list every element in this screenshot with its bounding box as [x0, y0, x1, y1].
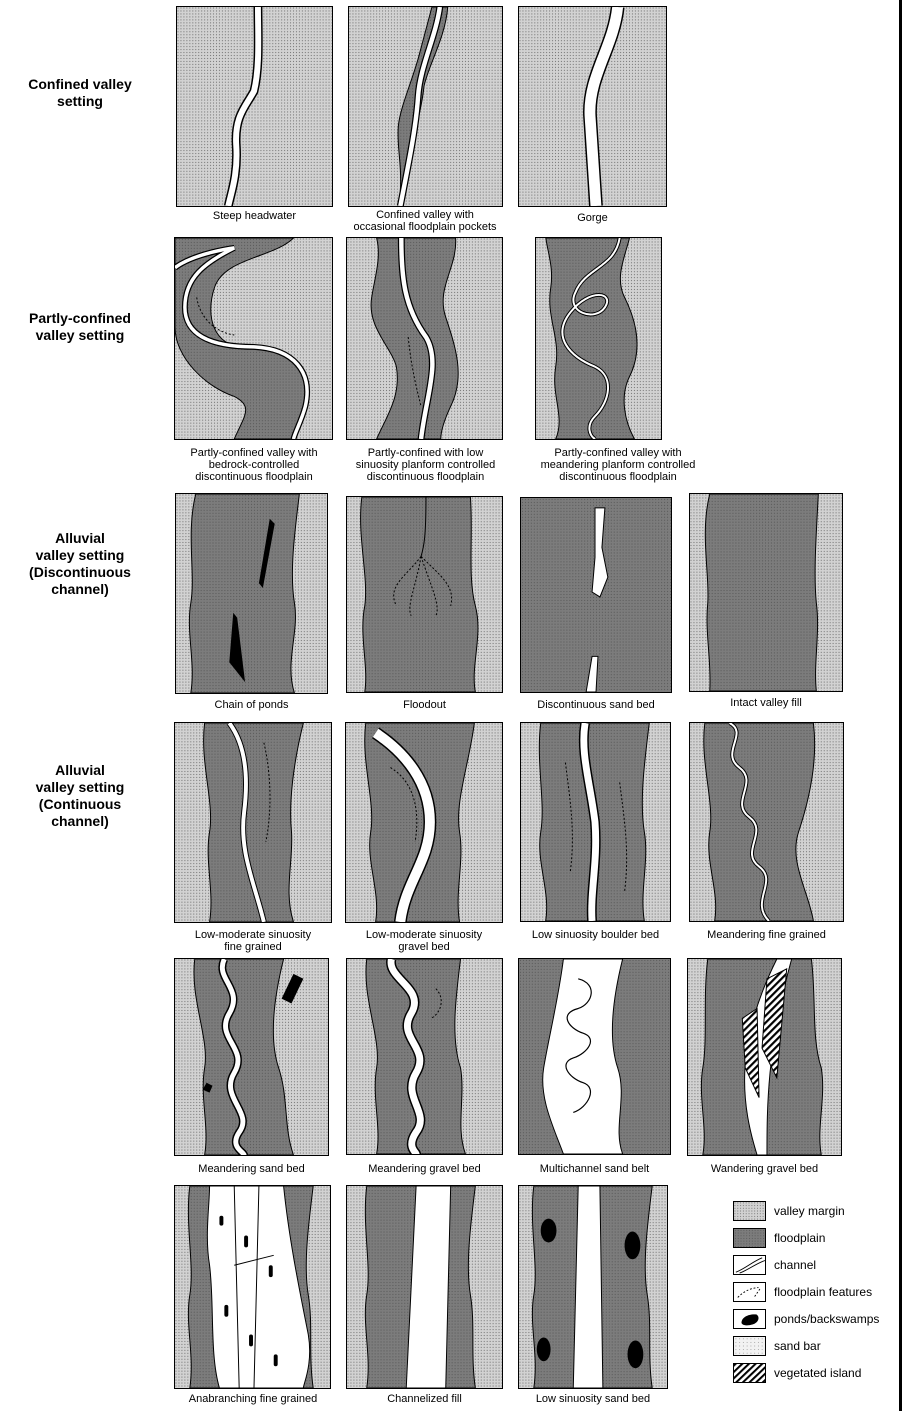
panel-intact-valley-fill — [689, 493, 843, 692]
panel-meandering-gravel — [346, 958, 503, 1155]
caption-wandering-gravel: Wandering gravel bed — [682, 1163, 847, 1175]
panel-anabranching-fine — [174, 1185, 331, 1389]
caption-confined-valley-pockets: Confined valley with occasional floodpla… — [330, 209, 520, 233]
floodplain-features-swatch-icon — [733, 1282, 766, 1302]
panel-partly-confined-low-sinuosity — [346, 237, 503, 440]
panel-partly-confined-meandering — [535, 237, 662, 440]
panel-meandering-fine — [689, 722, 844, 922]
caption-floodout: Floodout — [346, 699, 503, 711]
caption-multichannel-sand-belt: Multichannel sand belt — [518, 1163, 671, 1175]
panel-gorge — [518, 6, 667, 207]
panel-channelized-fill — [346, 1185, 503, 1389]
caption-chain-of-ponds: Chain of ponds — [175, 699, 328, 711]
caption-discontinuous-sand-bed: Discontinuous sand bed — [520, 699, 672, 711]
caption-meandering-sand: Meandering sand bed — [174, 1163, 329, 1175]
caption-bedrock-controlled: Partly-confined valley with bedrock-cont… — [164, 447, 344, 483]
channel-swatch-icon — [733, 1255, 766, 1275]
panel-multichannel-sand-belt — [518, 958, 671, 1155]
row-label-partly-confined: Partly-confined valley setting — [0, 310, 160, 344]
panel-chain-of-ponds — [175, 493, 328, 694]
caption-meandering-fine: Meandering fine grained — [682, 929, 851, 941]
panel-meandering-sand — [174, 958, 329, 1156]
caption-meandering-controlled: Partly-confined valley with meandering p… — [513, 447, 723, 483]
panel-steep-headwater — [176, 6, 333, 207]
panel-confined-floodplain-pockets — [348, 6, 503, 207]
panel-wandering-gravel — [687, 958, 842, 1156]
caption-low-moderate-fine: Low-moderate sinuosity fine grained — [166, 929, 340, 953]
panel-low-sinuosity-sand — [518, 1185, 668, 1389]
caption-intact-valley-fill: Intact valley fill — [689, 697, 843, 709]
caption-low-sinuosity-boulder: Low sinuosity boulder bed — [516, 929, 675, 941]
floodplain-swatch-icon — [733, 1228, 766, 1248]
row-label-confined: Confined valley setting — [0, 76, 160, 110]
caption-anabranching-fine: Anabranching fine grained — [166, 1393, 340, 1405]
caption-low-sinuosity-controlled: Partly-confined with low sinuosity planf… — [343, 447, 508, 483]
sand-bar-swatch-icon — [733, 1336, 766, 1356]
vegetated-island-swatch-icon — [733, 1363, 766, 1383]
row-label-alluvial-continuous: Alluvial valley setting (Continuous chan… — [0, 762, 160, 830]
panel-partly-confined-bedrock — [174, 237, 333, 440]
panel-low-moderate-fine — [174, 722, 332, 923]
valley-margin-swatch-icon — [733, 1201, 766, 1221]
caption-channelized-fill: Channelized fill — [346, 1393, 503, 1405]
panel-low-moderate-gravel — [345, 722, 503, 923]
caption-steep-headwater: Steep headwater — [176, 210, 333, 222]
panel-low-sinuosity-boulder — [520, 722, 671, 922]
row-label-alluvial-discontinuous: Alluvial valley setting (Discontinuous c… — [0, 530, 160, 598]
panel-floodout — [346, 496, 503, 693]
caption-low-sinuosity-sand: Low sinuosity sand bed — [512, 1393, 674, 1405]
caption-low-moderate-gravel: Low-moderate sinuosity gravel bed — [337, 929, 511, 953]
caption-meandering-gravel: Meandering gravel bed — [346, 1163, 503, 1175]
caption-gorge: Gorge — [518, 212, 667, 224]
right-border — [899, 0, 902, 1411]
panel-discontinuous-sand-bed — [520, 497, 672, 693]
ponds-swatch-icon — [733, 1309, 766, 1329]
